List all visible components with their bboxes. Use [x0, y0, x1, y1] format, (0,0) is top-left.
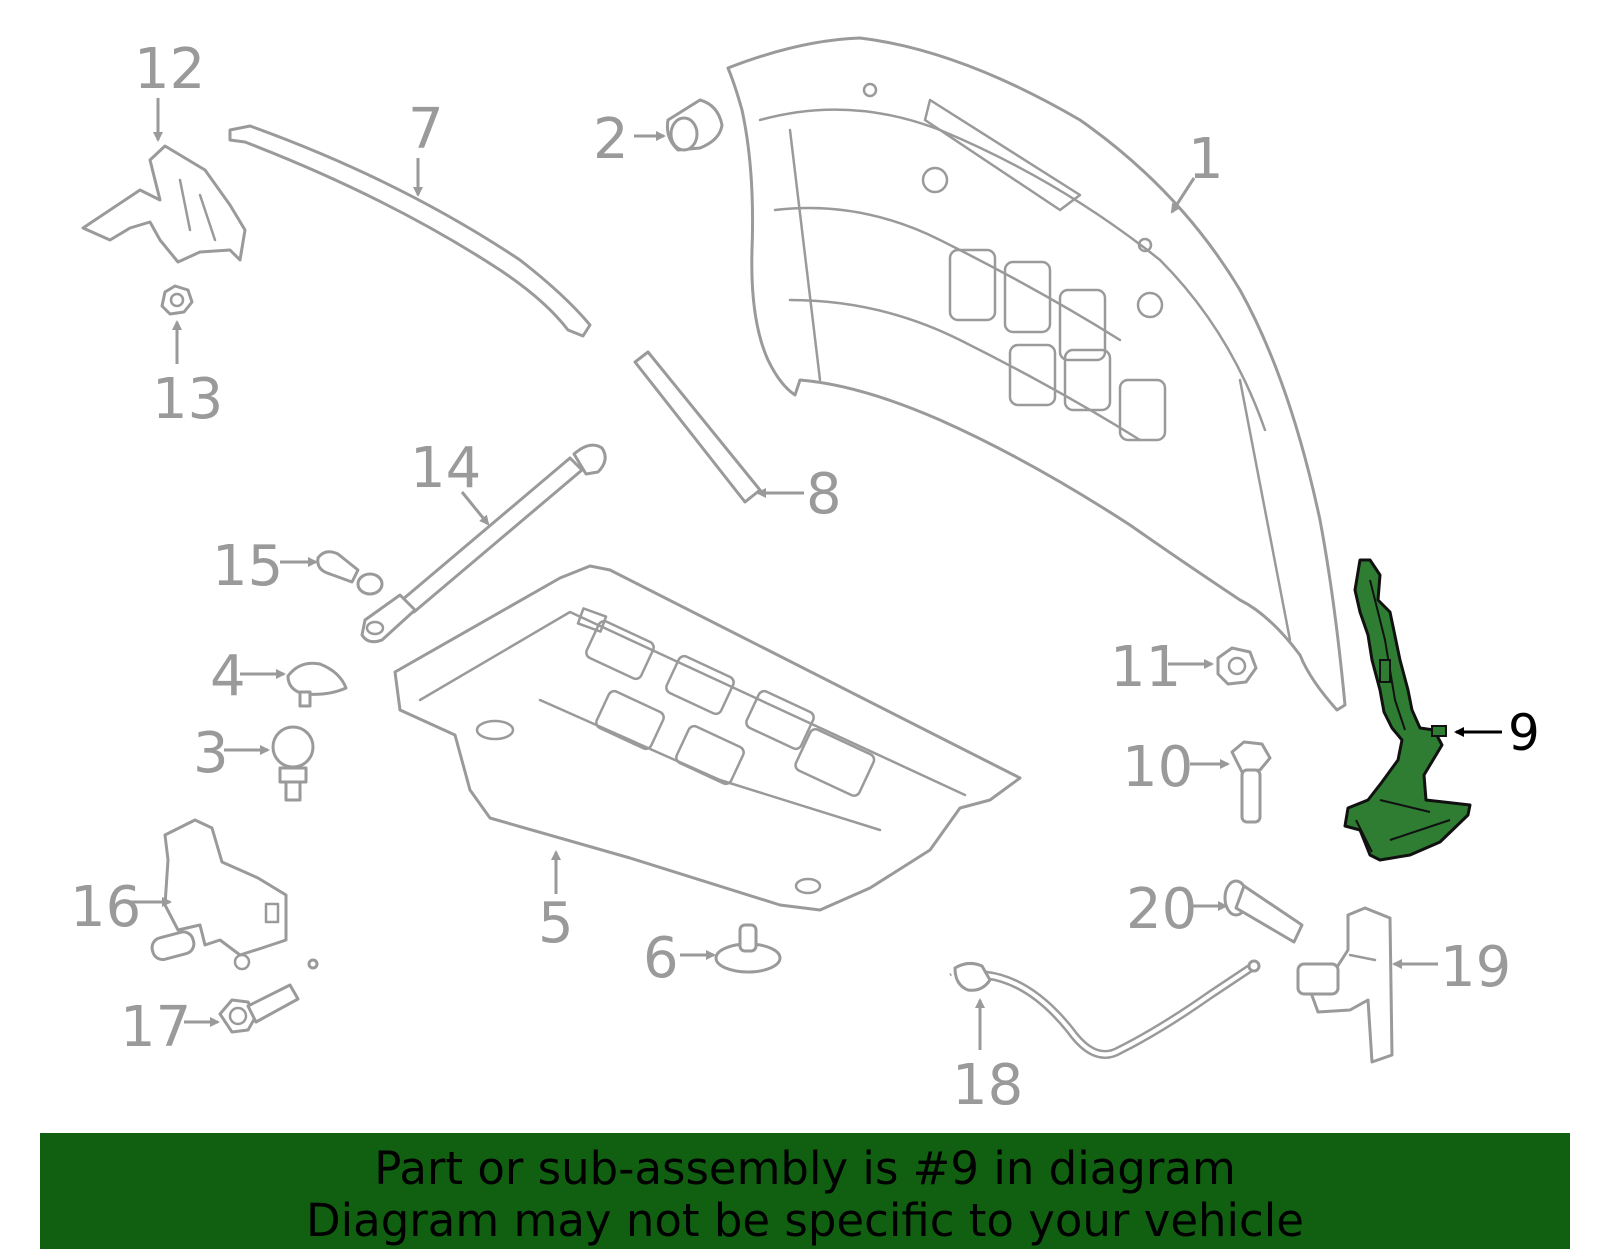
hood-hinge-part	[1343, 558, 1472, 862]
callout-3: 3	[193, 721, 229, 786]
callout-labels: 1 2 3 4 5 6 7 8 9 10 11 12 13 14 15 16 1…	[70, 37, 1540, 1118]
callout-13: 13	[152, 367, 223, 432]
plug-part	[286, 661, 348, 708]
hood-front-seal-part	[228, 124, 592, 338]
callout-15: 15	[212, 534, 283, 599]
callout-9: 9	[1508, 704, 1540, 762]
striker-bolt-part	[1223, 879, 1304, 944]
hood-lift-support-part	[360, 443, 607, 644]
callout-5: 5	[538, 891, 574, 956]
banner-line-disclaimer: Diagram may not be specific to your vehi…	[306, 1194, 1304, 1247]
callout-20: 20	[1126, 877, 1197, 942]
callout-11: 11	[1110, 635, 1181, 700]
callout-arrow-1	[1170, 177, 1196, 214]
callout-16: 16	[70, 875, 141, 940]
latch-bracket-part	[81, 144, 247, 264]
release-cable-part	[307, 958, 1261, 1065]
callout-12: 12	[134, 37, 205, 102]
callout-19: 19	[1440, 935, 1511, 1000]
banner-line-part-number: Part or sub-assembly is #9 in diagram	[374, 1142, 1236, 1195]
ball-stud-part	[316, 550, 384, 596]
latch-nut-part	[160, 284, 194, 316]
callout-2: 2	[593, 107, 629, 172]
hood-bumper-part	[271, 725, 315, 802]
callout-7: 7	[408, 97, 444, 162]
callout-14: 14	[410, 436, 481, 501]
callout-8: 8	[806, 462, 842, 527]
bracket-bolt-part	[218, 983, 300, 1034]
hinge-bolt-part	[1230, 740, 1272, 824]
callout-6: 6	[643, 926, 679, 991]
release-handle-bracket-part	[150, 818, 288, 971]
hood-panel-part	[726, 36, 1347, 712]
callout-arrow-14	[460, 491, 490, 526]
callout-4: 4	[210, 644, 246, 709]
bumper-stop-part	[666, 98, 724, 152]
hood-insulator-part	[393, 564, 1022, 912]
push-pin-part	[714, 923, 782, 974]
callout-17: 17	[120, 995, 191, 1060]
info-banner: Part or sub-assembly is #9 in diagram Di…	[40, 1133, 1570, 1249]
callout-1: 1	[1188, 127, 1224, 192]
striker-bracket-part	[1296, 906, 1394, 1064]
hinge-nut-part	[1216, 646, 1258, 686]
hood-side-seal-part	[633, 350, 762, 504]
callout-10: 10	[1122, 735, 1193, 800]
callout-arrows	[128, 98, 1502, 1050]
callout-18: 18	[952, 1053, 1023, 1118]
